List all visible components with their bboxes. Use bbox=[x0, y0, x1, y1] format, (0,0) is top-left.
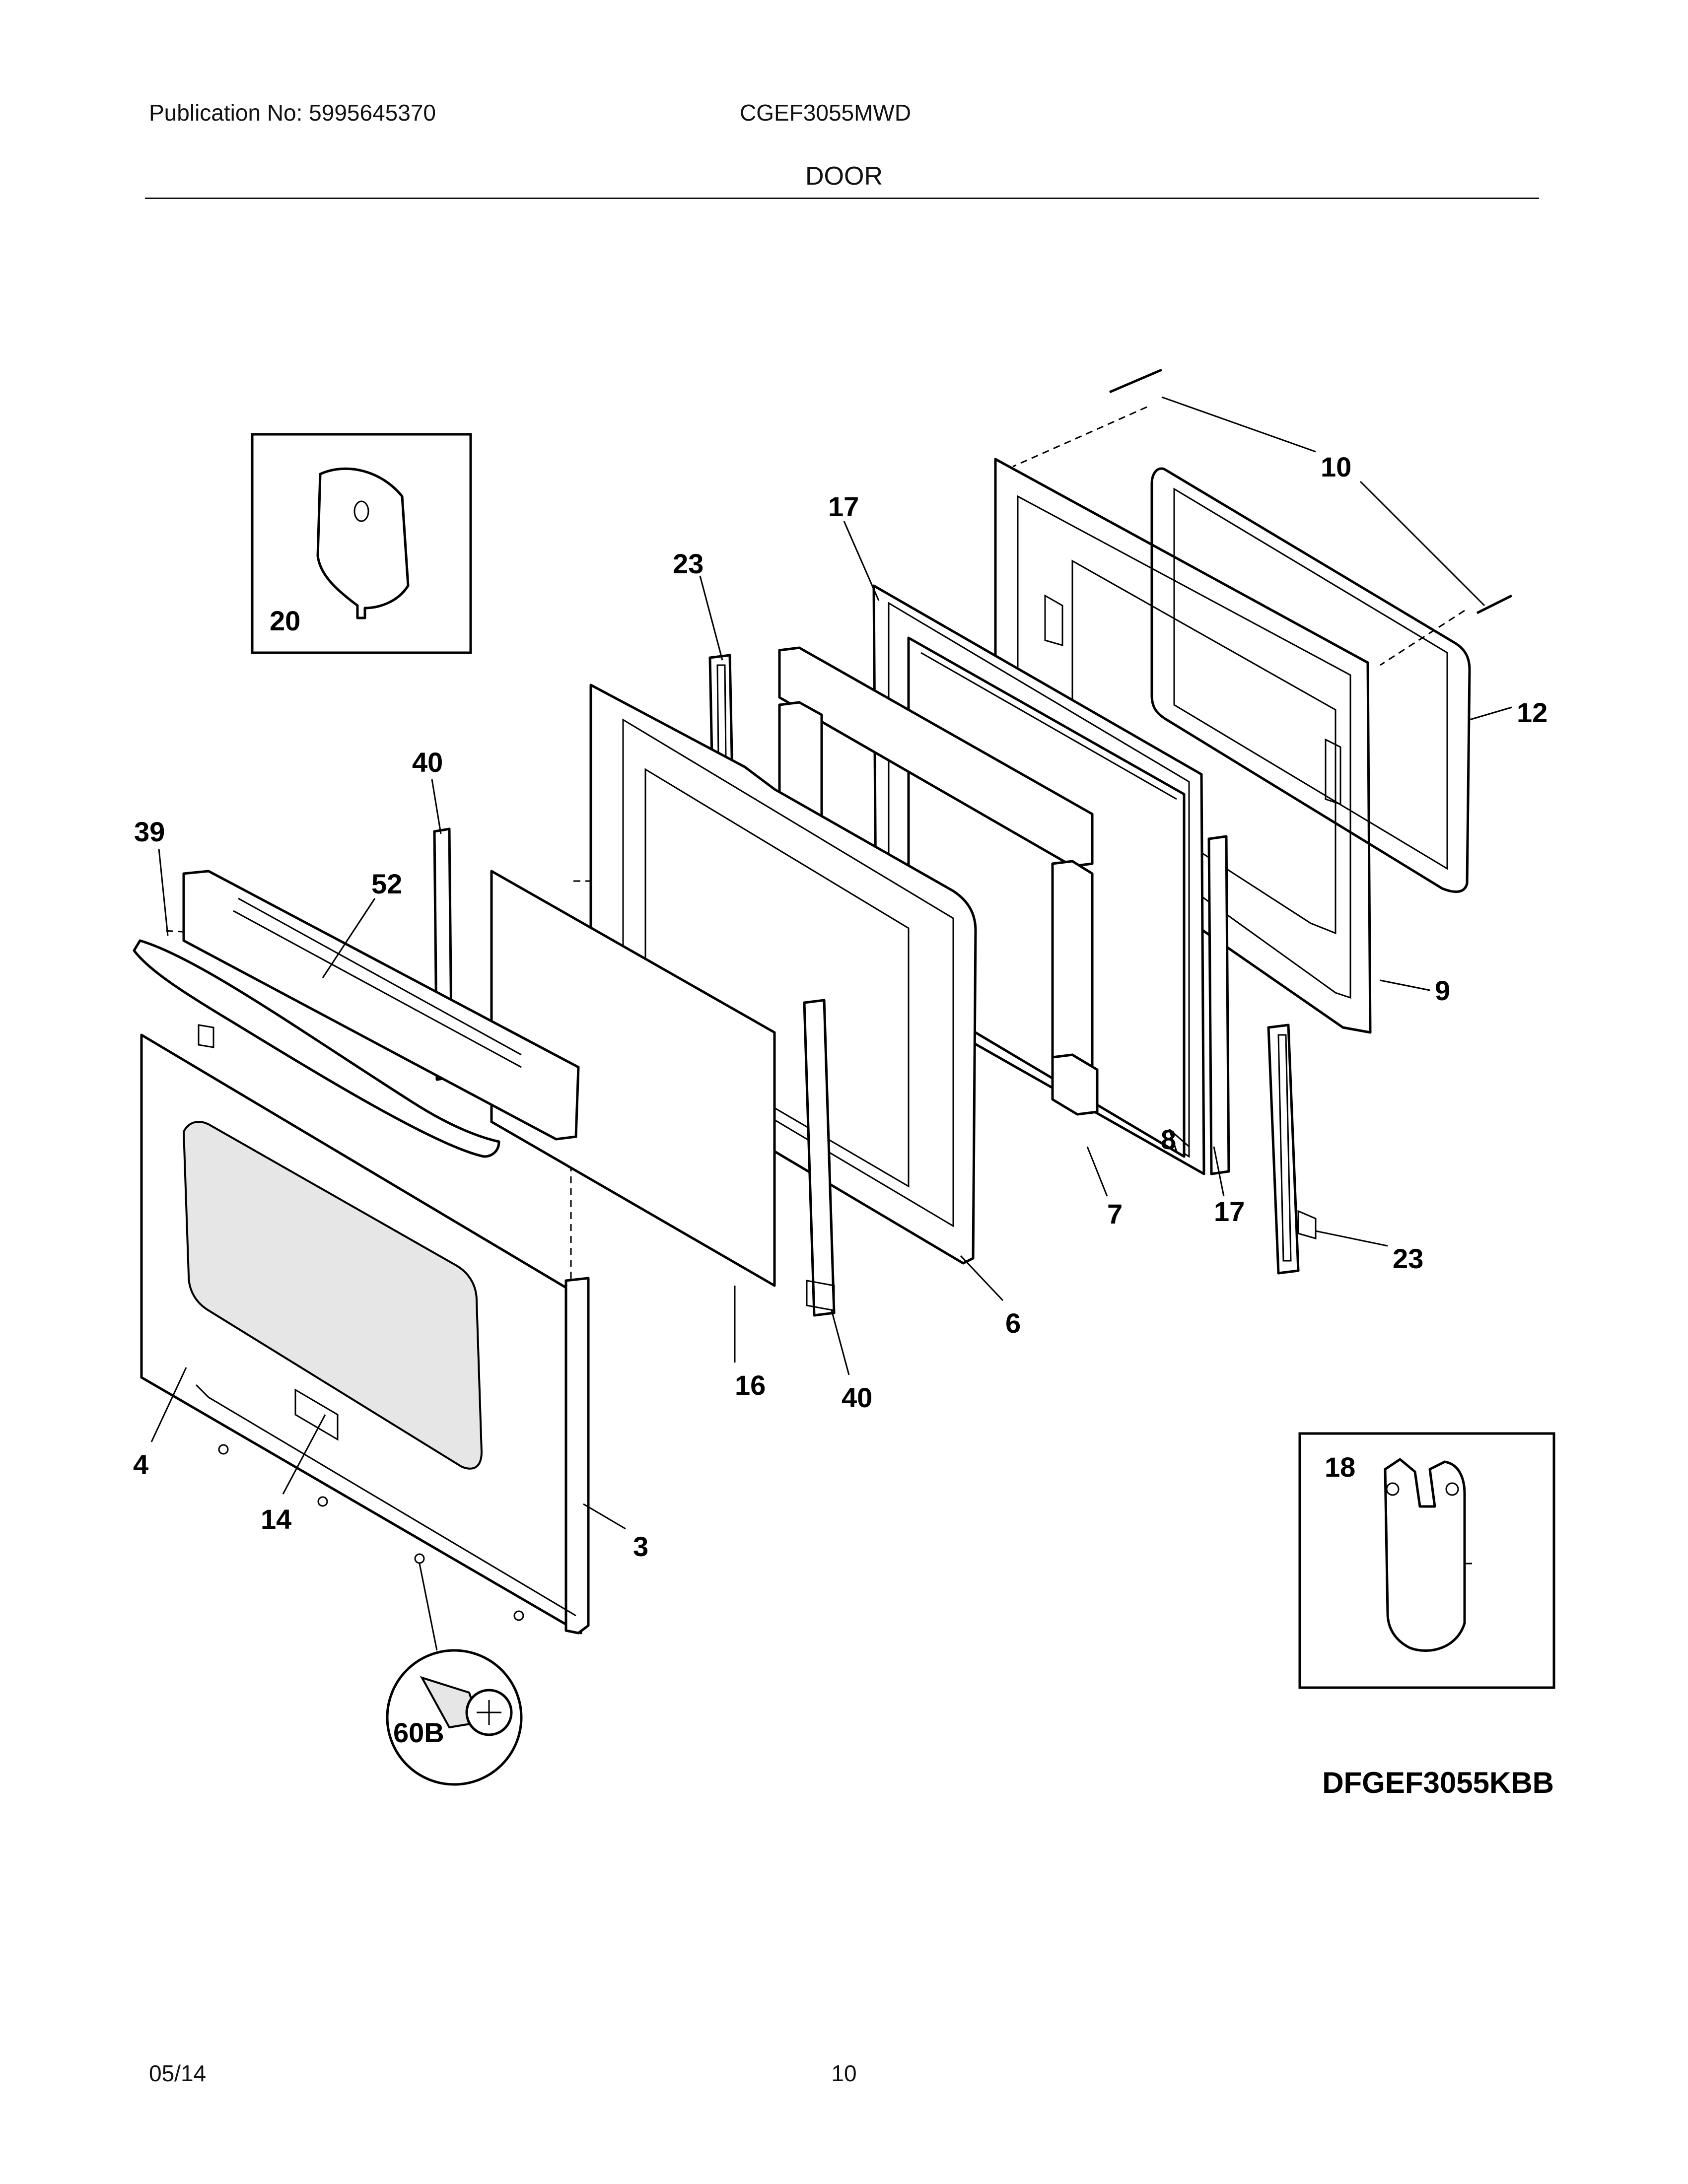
part-52-door-trim bbox=[182, 870, 580, 1141]
section-title: DOOR bbox=[805, 162, 883, 191]
label-part-4: 4 bbox=[133, 1449, 148, 1480]
label-part-14: 14 bbox=[261, 1503, 291, 1535]
screws bbox=[218, 368, 1513, 1621]
part-23-hinge-lower bbox=[1267, 1024, 1317, 1275]
publication-number: Publication No: 5995645370 bbox=[149, 100, 436, 126]
label-part-17-lower: 17 bbox=[1214, 1196, 1245, 1227]
label-part-9: 9 bbox=[1435, 975, 1450, 1006]
part-60b-screw-detail bbox=[386, 1649, 523, 1786]
part-6-outer-frame bbox=[589, 683, 977, 1265]
label-part-8: 8 bbox=[1161, 1124, 1176, 1155]
label-part-23-upper: 23 bbox=[673, 548, 703, 579]
part-39-door-handle bbox=[133, 939, 500, 1158]
footer-date: 05/14 bbox=[149, 2060, 207, 2086]
label-part-60b: 60B bbox=[393, 1717, 444, 1748]
diagram-code: DFGEF3055KBB bbox=[1322, 1766, 1554, 1799]
label-part-20: 20 bbox=[270, 605, 300, 636]
model-number: CGEF3055MWD bbox=[740, 100, 912, 126]
label-part-18: 18 bbox=[1325, 1451, 1355, 1483]
inset-part-20 bbox=[251, 433, 472, 654]
page-number: 10 bbox=[831, 2060, 857, 2086]
part-40-channel-lower bbox=[803, 999, 836, 1317]
part-3-lower-frame bbox=[195, 1277, 590, 1635]
label-part-16: 16 bbox=[735, 1369, 766, 1401]
inset-part-18 bbox=[1298, 1432, 1555, 1689]
label-part-17-upper: 17 bbox=[828, 491, 859, 522]
label-part-12: 12 bbox=[1517, 697, 1547, 728]
label-part-39: 39 bbox=[134, 816, 165, 847]
callout-labels: 20 18 10 12 17 23 40 39 52 9 8 7 17 23 6… bbox=[133, 451, 1547, 1748]
part-4-outer-door-panel bbox=[140, 1024, 582, 1635]
label-part-10: 10 bbox=[1321, 451, 1351, 482]
label-part-52: 52 bbox=[371, 868, 402, 899]
label-part-3: 3 bbox=[633, 1531, 648, 1562]
label-part-40-lower: 40 bbox=[842, 1382, 872, 1413]
part-17-frame-side bbox=[1207, 835, 1230, 1175]
label-part-23-lower: 23 bbox=[1393, 1243, 1423, 1274]
label-part-7: 7 bbox=[1107, 1198, 1123, 1229]
part-12-door-gasket bbox=[1150, 467, 1471, 893]
label-part-6: 6 bbox=[1005, 1307, 1021, 1339]
leader-lines bbox=[150, 396, 1512, 1651]
header-rule bbox=[145, 198, 1539, 199]
label-part-40-upper: 40 bbox=[412, 747, 443, 778]
